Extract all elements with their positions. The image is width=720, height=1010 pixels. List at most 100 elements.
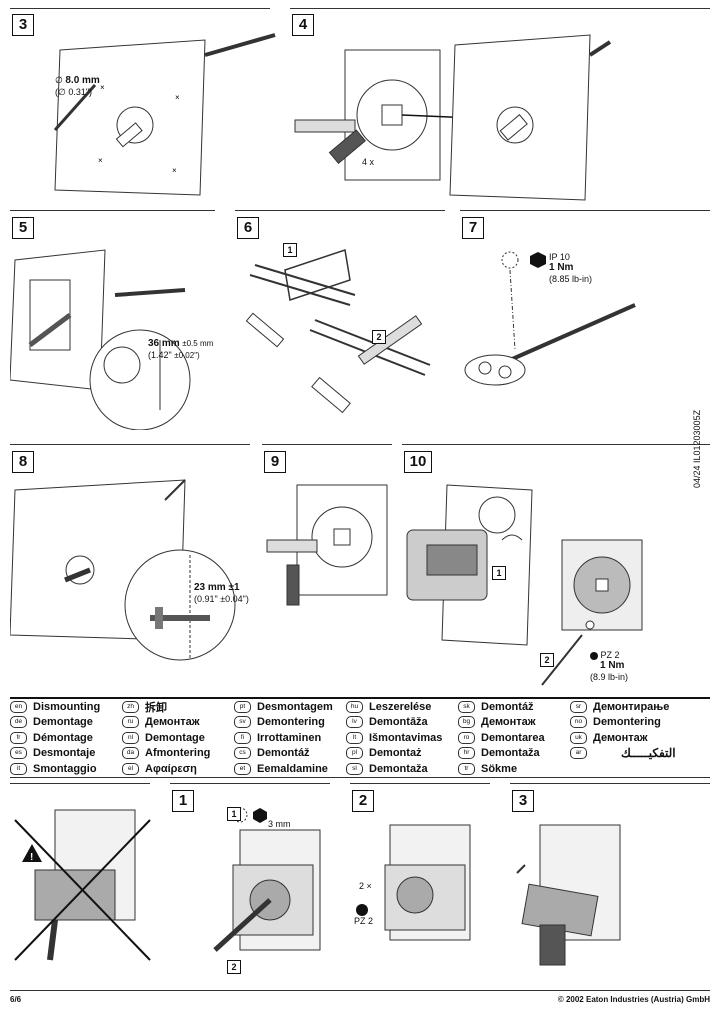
tol-imperial: ±0.02") [174, 350, 200, 360]
language-code-badge: fr [10, 731, 27, 744]
dismount-step-2-illustration [350, 800, 490, 970]
step-4-number: 4 [292, 14, 314, 36]
language-label: Demontaż [369, 747, 422, 759]
language-label: 拆卸 [145, 701, 167, 714]
language-code-badge: lv [346, 716, 363, 728]
page-number: 6/6 [10, 995, 22, 1004]
svg-text:×: × [172, 166, 177, 175]
step-6-sub-1: 1 [283, 243, 297, 257]
dismount-step-3-illustration [510, 800, 640, 975]
language-label: التفكيـــــك [621, 746, 676, 760]
language-entry: it Smontaggio [10, 761, 97, 776]
language-code-badge: da [122, 747, 139, 759]
dim-imperial: (0.91" ±0.04") [194, 593, 249, 604]
language-label: Демонтаж [593, 731, 648, 744]
torque: 1 Nm [600, 660, 625, 672]
language-label: Demontering [593, 716, 661, 728]
language-entry: ru Демонтаж [122, 715, 200, 730]
language-label: Demontage [33, 716, 93, 728]
language-entry: sk Demontáž [458, 699, 534, 714]
step-7-illustration [460, 240, 710, 430]
language-code-badge: et [234, 762, 251, 775]
language-code-badge: sr [570, 700, 587, 713]
language-label: Dismounting [33, 700, 101, 713]
language-label: Afmontering [145, 747, 211, 759]
language-code-badge: it [10, 762, 27, 775]
language-code-badge: no [570, 716, 587, 728]
step-8-dimension: 23 mm ±1 (0.91" ±0.04") [194, 582, 249, 604]
language-label: Smontaggio [33, 762, 97, 775]
tol-metric: ±0.5 mm [182, 339, 214, 348]
language-label: Desmontagem [257, 700, 333, 713]
language-label: Sökme [481, 762, 518, 775]
step-7-number: 7 [462, 217, 484, 239]
step-3-drill-size: ∅ 8.0 mm (∅ 0.31") [55, 75, 100, 97]
language-label: Демонтаж [145, 716, 200, 728]
language-label: Demontáž [481, 700, 534, 713]
language-label: Демонтирање [593, 700, 670, 713]
dismount-step-1-sub-1: 1 [227, 807, 241, 821]
drill-metric: 8.0 mm [65, 75, 100, 86]
language-entry: sr Демонтирање [570, 699, 669, 714]
language-code-badge: cs [234, 747, 251, 759]
step-4-illustration [290, 30, 710, 205]
step-3-number: 3 [12, 14, 34, 36]
step-6-sub-2: 2 [372, 330, 386, 344]
svg-text:×: × [100, 83, 105, 92]
language-label: Išmontavimas [369, 731, 443, 744]
step-10-spec: PZ 2 1 Nm (8.9 lb-in) [590, 650, 628, 682]
language-code-badge: sl [346, 762, 363, 775]
step-10-sub-1: 1 [492, 566, 506, 580]
document-code: 04/24 IL01203005Z [692, 409, 702, 488]
diameter-symbol: ∅ [55, 75, 63, 85]
step-7-spec: IP 10 1 Nm (8.85 lb-in) [549, 252, 592, 284]
torque: 1 Nm [549, 262, 574, 274]
language-code-badge: ru [122, 716, 139, 728]
step-8-illustration [10, 475, 250, 665]
pz-driver-icon [590, 651, 598, 660]
language-label: Demontaža [369, 762, 428, 775]
step-4-screw-count: 4 x [362, 157, 375, 167]
dim-metric: 36 mm [148, 338, 180, 349]
step-5-dimension: 36 mm ±0.5 mm (1.42" ±0.02") [148, 338, 213, 360]
language-code-badge: hr [458, 747, 475, 759]
language-code-badge: tr [458, 762, 475, 775]
svg-text:×: × [98, 156, 103, 165]
language-code-badge: sk [458, 700, 475, 713]
language-label: Demontering [257, 716, 325, 728]
language-label: Αφαίρεση [145, 762, 197, 775]
language-label: Demontāža [369, 716, 428, 728]
dismount-step-1-illustration [205, 800, 335, 975]
language-code-badge: nl [122, 731, 139, 744]
language-entry: lv Demontāža [346, 715, 428, 730]
language-label: Irrottaminen [257, 731, 322, 744]
step-3-illustration: ×× ×× [40, 30, 280, 200]
step-10-sub-2: 2 [540, 653, 554, 667]
language-entry: uk Демонтаж [570, 730, 648, 745]
step-5-number: 5 [12, 217, 34, 239]
dim-metric: 23 mm ±1 [194, 582, 240, 593]
language-code-badge: es [10, 747, 27, 759]
dim-imperial: (1.42" [148, 349, 172, 360]
driver-size: PZ 2 [600, 650, 620, 660]
hex-key-size: 3 mm [268, 819, 291, 829]
step-6-illustration [235, 240, 445, 430]
language-code-badge: bg [458, 716, 475, 728]
language-code-badge: uk [570, 731, 587, 744]
language-code-badge: hu [346, 700, 363, 713]
